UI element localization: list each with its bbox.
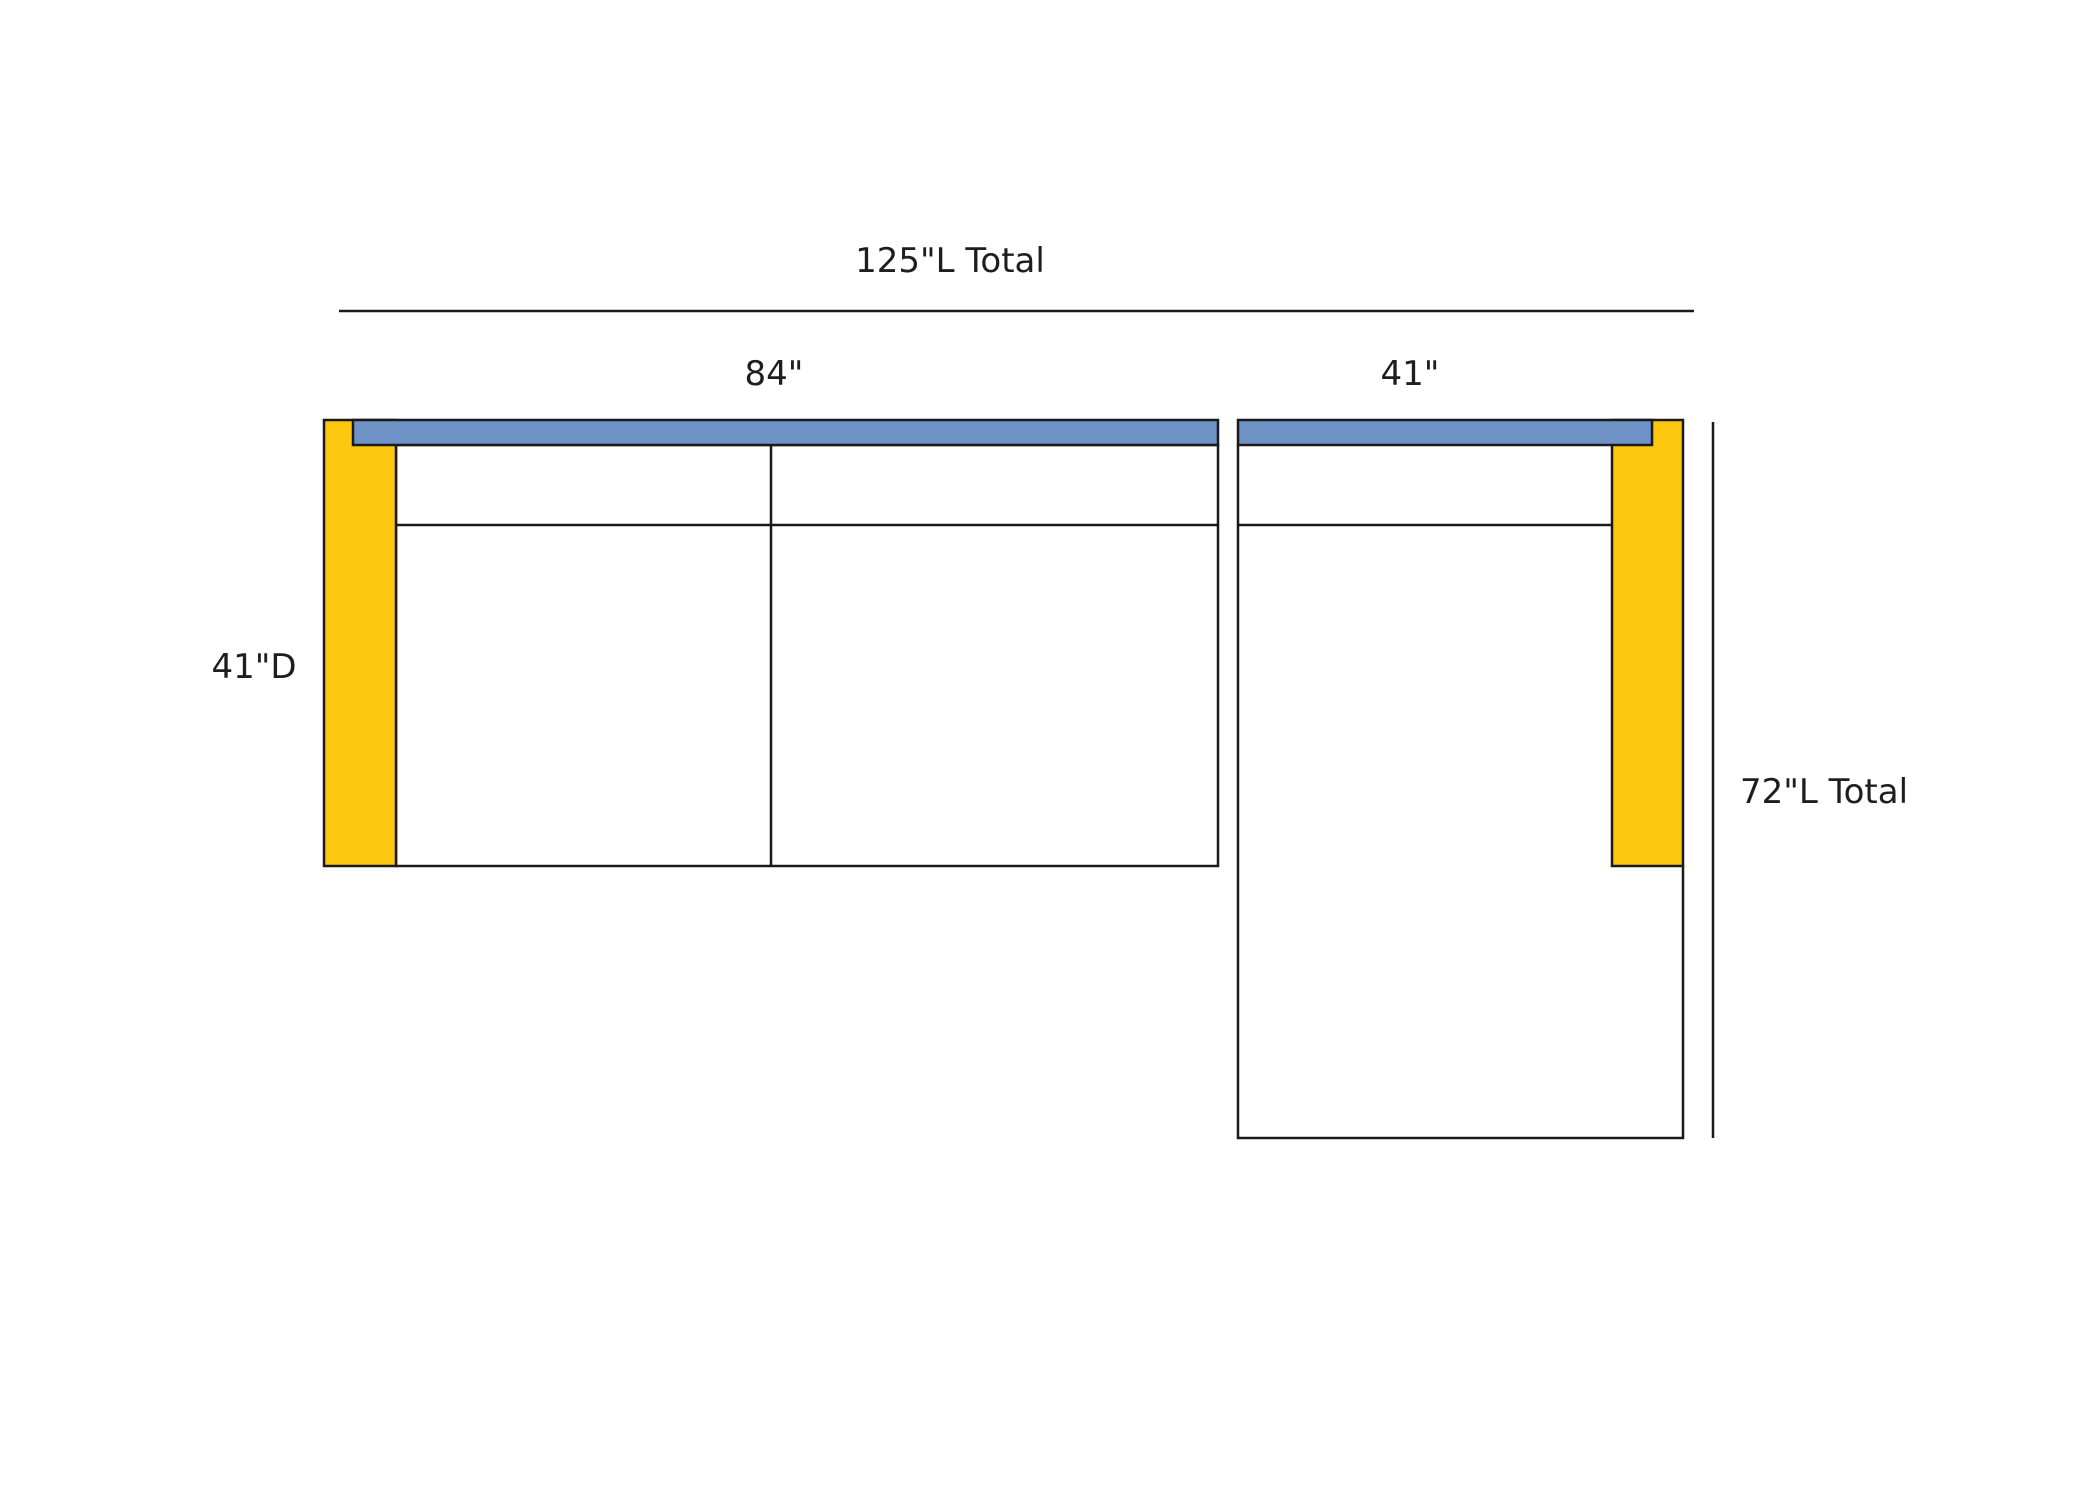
chaise-total-length-label: 72"L Total xyxy=(1740,772,1908,812)
depth-label: 41"D xyxy=(211,647,296,687)
chaise-width-label: 41" xyxy=(1381,354,1440,394)
chaise-section xyxy=(1236,418,1685,1140)
total-length-label: 125"L Total xyxy=(855,241,1045,281)
sofa-back-bar xyxy=(351,418,1220,447)
sofa-left-arm xyxy=(322,418,398,868)
chaise-back-bar xyxy=(1236,418,1654,447)
sofa-seat-outline xyxy=(394,443,1220,868)
chaise-outline xyxy=(1236,445,1685,1140)
sofa-length-label: 84" xyxy=(745,354,804,394)
sofa-section xyxy=(322,418,1220,868)
chaise-right-arm xyxy=(1610,418,1685,868)
